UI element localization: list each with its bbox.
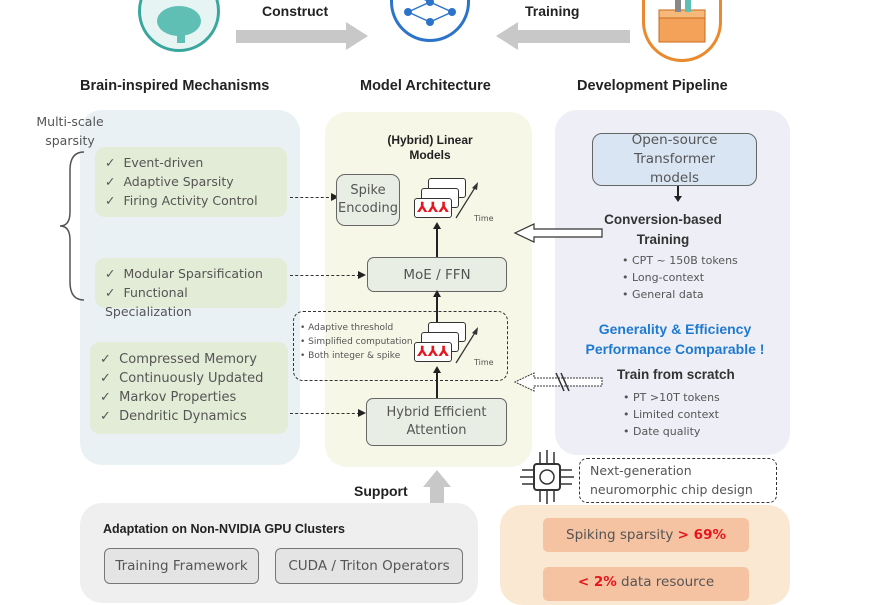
- spiking-sparsity-badge: Spiking sparsity > 69%: [543, 518, 749, 552]
- construct-arrowhead: [346, 22, 368, 50]
- multi-scale-sparsity-label: Multi-scale sparsity: [36, 114, 104, 148]
- spike-train-icon: ⅄⅄⅄: [414, 178, 474, 234]
- chip-design-label: Next-generation neuromorphic chip design: [590, 463, 753, 497]
- toolbox-icon: [642, 0, 722, 62]
- conversion-title: Conversion-based Training: [604, 212, 722, 247]
- list-item: • CPT ~ 150B tokens: [622, 254, 738, 267]
- construct-label: Construct: [262, 3, 329, 19]
- time-label: Time: [474, 358, 494, 367]
- list-item: ✓ Adaptive Sparsity: [105, 174, 234, 189]
- time-arrow: [455, 182, 478, 219]
- list-item: ✓ Functional Specialization: [105, 285, 192, 319]
- neuromorphic-chip-icon: [520, 450, 574, 504]
- conversion-list: • CPT ~ 150B tokens • Long-context • Gen…: [622, 252, 738, 303]
- model-title: Model Architecture: [360, 78, 491, 94]
- brace: [59, 151, 85, 301]
- list-item: ✓ Modular Sparsification: [105, 266, 263, 281]
- list-item: • General data: [622, 288, 704, 301]
- connector: [290, 197, 334, 198]
- list-item: • Simplified computation: [300, 337, 413, 347]
- connector: [290, 413, 360, 414]
- spike-train-icon: ⅄⅄⅄: [414, 322, 474, 378]
- data-resource-badge: < 2% data resource: [543, 567, 749, 601]
- pipeline-title: Development Pipeline: [577, 78, 728, 94]
- training-arrow: [518, 30, 630, 43]
- list-item: • Long-context: [622, 271, 705, 284]
- neuron-notes: • Adaptive threshold • Simplified comput…: [300, 321, 413, 363]
- cuda-triton-button: CUDA / Triton Operators: [275, 548, 463, 584]
- list-item: ✓ Markov Properties: [100, 390, 237, 405]
- memory-group: ✓ Compressed Memory ✓ Continuously Updat…: [90, 342, 288, 434]
- time-arrow: [455, 327, 478, 364]
- scratch-title: Train from scratch: [617, 367, 735, 382]
- open-source-box: Open-source Transformer models: [592, 132, 757, 186]
- moe-ffn-box: MoE / FFN: [367, 257, 507, 292]
- neural-network-icon: [390, 0, 470, 42]
- training-arrowhead: [496, 22, 518, 50]
- sparsity-group-2: ✓ Modular Sparsification ✓ Functional Sp…: [95, 258, 287, 319]
- support-label: Support: [354, 483, 408, 499]
- gpu-adaptation-title: Adaptation on Non-NVIDIA GPU Clusters: [103, 522, 345, 536]
- neuron-dashed-box: [293, 311, 508, 381]
- training-framework-button: Training Framework: [104, 548, 259, 584]
- brain-icon: [138, 0, 220, 52]
- scratch-list: • PT >10T tokens • Limited context • Dat…: [623, 389, 720, 440]
- connector: [290, 275, 360, 276]
- training-label: Training: [525, 3, 580, 19]
- spike-encoding-box: Spike Encoding: [336, 174, 400, 226]
- list-item: • Date quality: [623, 425, 701, 438]
- construct-arrow: [236, 30, 346, 43]
- brain-title: Brain-inspired Mechanisms: [80, 78, 270, 94]
- list-item: ✓ Firing Activity Control: [105, 193, 258, 208]
- list-item: ✓ Compressed Memory: [100, 352, 257, 367]
- list-item: • Both integer & spike: [300, 351, 401, 361]
- list-item: • Adaptive threshold: [300, 323, 394, 333]
- linear-models-title: (Hybrid) Linear Models: [387, 133, 473, 162]
- list-item: ✓ Event-driven: [105, 155, 204, 170]
- list-item: • Limited context: [623, 408, 719, 421]
- hybrid-attention-box: Hybrid Efficient Attention: [366, 398, 507, 446]
- highlight-text: Generality & Efficiency Performance Comp…: [585, 321, 765, 357]
- chip-design-box: [579, 458, 777, 503]
- list-item: ✓ Continuously Updated: [100, 371, 264, 386]
- time-label: Time: [474, 214, 494, 223]
- scratch-arrow: [513, 372, 603, 392]
- conversion-arrow: [513, 223, 603, 243]
- list-item: • PT >10T tokens: [623, 391, 720, 404]
- sparsity-group-1: ✓ Event-driven ✓ Adaptive Sparsity ✓ Fir…: [95, 147, 287, 217]
- list-item: ✓ Dendritic Dynamics: [100, 409, 247, 424]
